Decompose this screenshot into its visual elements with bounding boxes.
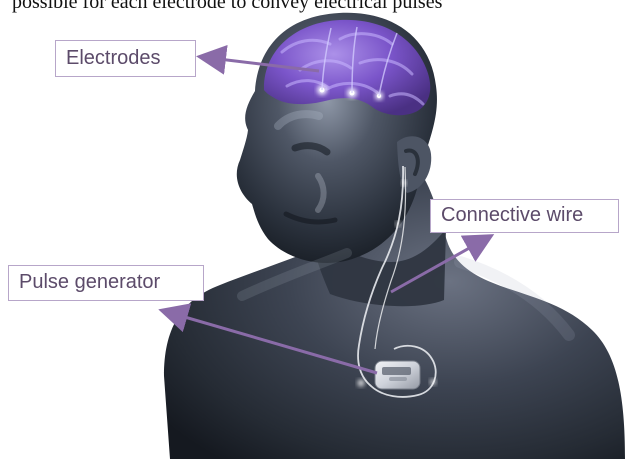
electrodes-label: Electrodes [55,40,196,77]
pulse-generator-label: Pulse generator [8,265,204,301]
top-caption: possible for each electrode to convey el… [12,0,625,13]
pulse-generator-device [375,361,420,389]
connective-wire-label: Connective wire [430,199,619,233]
